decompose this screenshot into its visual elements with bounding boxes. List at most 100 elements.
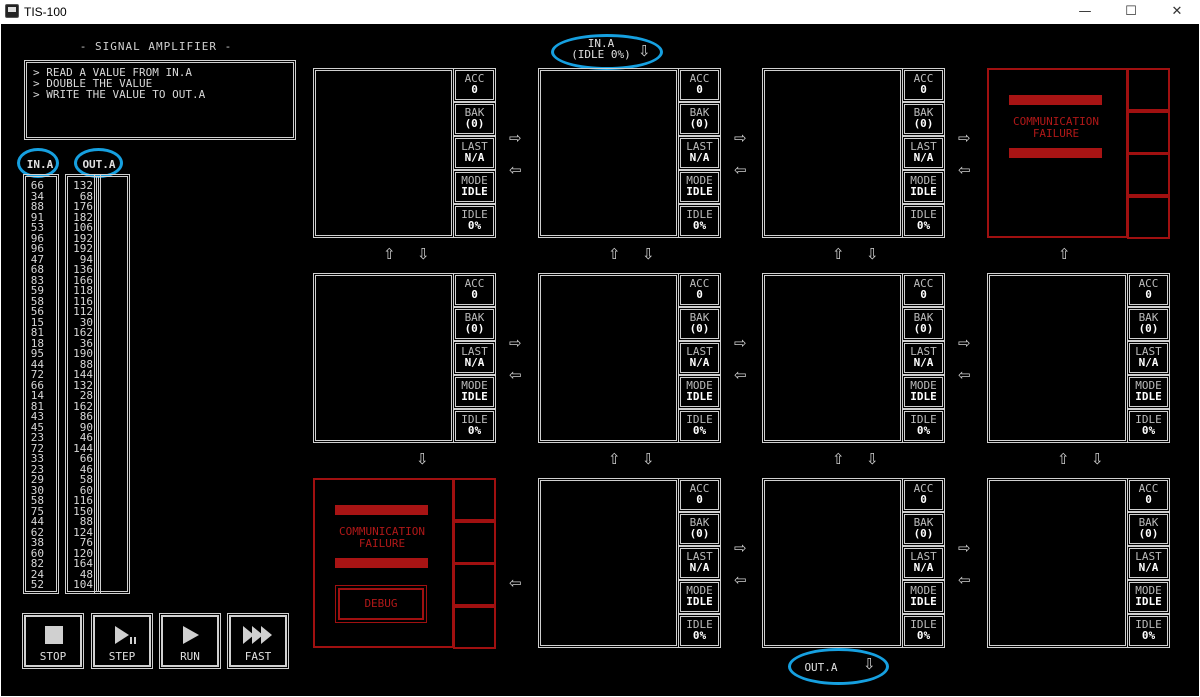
fast-button[interactable]: FAST — [227, 613, 289, 669]
left-arrow-icon: ⇦ — [509, 161, 522, 179]
io-value: 15 — [30, 315, 44, 329]
io-value: 90 — [79, 420, 93, 434]
right-arrow-icon: ⇨ — [509, 129, 522, 147]
io-value: 72 — [30, 368, 44, 381]
left-arrow-icon: ⇦ — [734, 161, 747, 179]
io-value: 34 — [30, 189, 44, 203]
right-arrow-icon: ⇨ — [734, 129, 747, 147]
io-value: 30 — [30, 483, 44, 497]
io-value: 45 — [30, 420, 44, 434]
register-slot — [1127, 195, 1170, 239]
io-value: 144 — [73, 368, 93, 381]
register-slot — [1127, 68, 1170, 111]
io-value: 44 — [30, 515, 44, 528]
stop-button[interactable]: STOP — [22, 613, 84, 669]
node-code-editor[interactable] — [762, 273, 903, 443]
debug-button[interactable]: DEBUG — [335, 585, 427, 623]
right-arrow-icon: ⇨ — [734, 539, 747, 557]
io-value: 81 — [30, 326, 44, 339]
register-bak: BAK(0) — [902, 102, 945, 136]
io-value: 95 — [30, 347, 44, 360]
io-value: 176 — [73, 200, 93, 213]
node-code-editor[interactable] — [538, 68, 679, 238]
node-code-editor[interactable] — [538, 273, 679, 443]
out-a-actual-values — [94, 174, 130, 594]
io-value: 68 — [30, 263, 44, 276]
io-value: 150 — [73, 504, 93, 518]
node-code-editor[interactable] — [762, 478, 903, 648]
left-arrow-icon: ⇦ — [734, 366, 747, 384]
io-value: 88 — [30, 200, 44, 213]
run-button[interactable]: RUN — [159, 613, 221, 669]
io-value: 82 — [30, 557, 44, 570]
out-a-port-highlight — [788, 648, 889, 685]
io-value: 46 — [79, 431, 93, 444]
io-value: 23 — [30, 431, 44, 444]
io-value: 118 — [73, 284, 93, 297]
minimize-button[interactable]: — — [1078, 4, 1092, 19]
io-value: 72 — [30, 441, 44, 455]
right-arrow-icon: ⇨ — [958, 334, 971, 352]
io-value: 59 — [30, 284, 44, 297]
io-value: 132 — [73, 179, 93, 192]
node-code-editor[interactable] — [987, 273, 1128, 443]
up-arrow-icon: ⇧ — [383, 245, 396, 263]
register-slot — [453, 520, 496, 564]
node-code-editor[interactable] — [762, 68, 903, 238]
node-code-editor[interactable] — [313, 68, 454, 238]
failure-bar — [335, 558, 428, 568]
io-value: 68 — [79, 189, 93, 203]
close-button[interactable]: ✕ — [1171, 4, 1183, 19]
register-bak: BAK(0) — [1127, 512, 1170, 546]
io-value: 166 — [73, 273, 93, 287]
left-arrow-icon: ⇦ — [958, 571, 971, 589]
down-arrow-icon: ⇩ — [866, 245, 879, 263]
left-arrow-icon: ⇦ — [509, 366, 522, 384]
node-code-editor[interactable] — [313, 273, 454, 443]
io-value: 116 — [73, 294, 93, 308]
right-arrow-icon: ⇨ — [509, 334, 522, 352]
register-slot — [453, 563, 496, 606]
step-button[interactable]: STEP — [91, 613, 153, 669]
io-value: 182 — [73, 210, 93, 224]
node-code-editor[interactable] — [538, 478, 679, 648]
fast-forward-icon — [243, 626, 272, 644]
io-value: 48 — [79, 567, 93, 581]
register-bak: BAK(0) — [678, 102, 721, 136]
stop-icon — [45, 626, 63, 644]
io-value: 104 — [73, 578, 93, 591]
io-value: 43 — [30, 410, 44, 423]
left-arrow-icon: ⇦ — [734, 571, 747, 589]
io-value: 192 — [73, 231, 93, 245]
register-bak: BAK(0) — [453, 307, 496, 341]
failure-bar — [335, 505, 428, 515]
io-value: 36 — [79, 336, 93, 350]
io-value: 132 — [73, 378, 93, 392]
register-bak: BAK(0) — [902, 307, 945, 341]
io-value: 66 — [79, 452, 93, 465]
right-arrow-icon: ⇨ — [958, 129, 971, 147]
node-code-editor[interactable] — [987, 478, 1128, 648]
io-value: 24 — [30, 567, 44, 581]
register-slot — [453, 478, 496, 521]
io-value: 81 — [30, 399, 44, 413]
maximize-button[interactable]: ☐ — [1125, 4, 1137, 19]
